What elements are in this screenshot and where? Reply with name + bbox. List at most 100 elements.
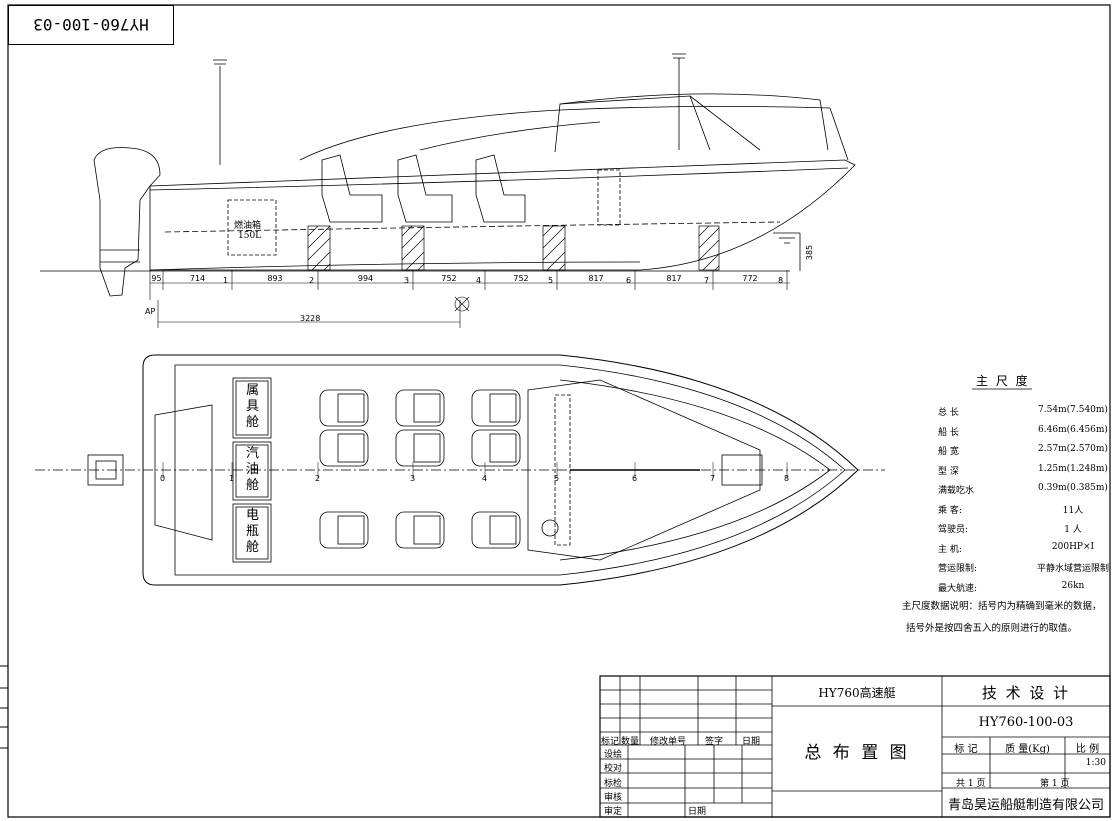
spec-key: 乘 客: [938, 505, 962, 516]
compartments [232, 377, 272, 563]
design-stage: 技 术 设 计 [981, 684, 1071, 702]
drawing-title: 总 布 置 图 [804, 743, 910, 763]
spec-key: 船 宽 [938, 447, 959, 457]
station-dim: 817 [588, 274, 604, 283]
station-dim: 752 [513, 274, 529, 283]
revision-header: 签字 [705, 737, 724, 747]
approval-role: 校对 [604, 764, 623, 775]
company-name: 青岛昊运船艇制造有限公司 [947, 798, 1104, 813]
bow-hatch [721, 454, 763, 486]
spec-key: 满载吃水 [938, 486, 975, 496]
fuel-tank [227, 199, 277, 256]
plan-station-number: 8 [784, 474, 790, 483]
profile-view [40, 53, 856, 328]
plan-station-number: 7 [710, 474, 716, 483]
revision-header: 标记 [601, 737, 620, 747]
plan-station-number: 6 [632, 474, 638, 483]
station-dim: 95 [151, 274, 162, 283]
approval-role: 审定 [604, 807, 623, 818]
hull-plan-outline [142, 354, 859, 586]
col-weight: 质 量(Kg) [1005, 744, 1050, 755]
plan-station-number: 4 [482, 474, 488, 483]
fuel-tank-capacity: 150L [238, 231, 262, 241]
spec-value: 200HP×I [1051, 541, 1095, 552]
spec-key: 驾驶员: [938, 525, 969, 535]
chine-line [164, 221, 781, 233]
station-number: 1 [223, 276, 229, 285]
plan-station-number: 5 [554, 474, 560, 483]
compartment-tools: 属具舱 [246, 383, 260, 430]
plan-view [35, 354, 885, 586]
overall-dim: 3228 [300, 314, 321, 323]
spec-key: 主 机: [938, 544, 962, 555]
station-number: 6 [626, 276, 632, 285]
outboard-motor [93, 147, 161, 297]
steering-wheel [541, 519, 559, 537]
station-number: 5 [548, 276, 554, 285]
plan-station-number: 0 [160, 474, 166, 483]
sheet-border [7, 4, 1111, 818]
station-number: 7 [704, 276, 710, 285]
spec-value: 0.39m(0.385m) [1038, 483, 1108, 493]
waterline-dim: 385 [805, 244, 815, 261]
waterline-marker [773, 232, 801, 271]
hatched-supports [307, 225, 720, 271]
bimini-frame [554, 95, 711, 153]
station-number: 3 [404, 276, 410, 285]
deck-line [299, 106, 849, 161]
ap-label: AP [145, 307, 156, 316]
spec-key: 船 长 [938, 427, 959, 438]
spec-value: 11人 [1062, 505, 1084, 516]
title-block-grid [599, 675, 1111, 818]
spec-key: 总 长 [938, 408, 959, 418]
plan-station-number: 1 [229, 474, 235, 483]
spec-value: 1.25m(1.248m) [1038, 463, 1108, 474]
spec-note-1: 主尺度数据说明：括号内为精确到毫米的数据， [902, 601, 1102, 612]
sheer-line [149, 167, 849, 191]
plan-station-number: 2 [315, 474, 321, 483]
station-dimension-line [149, 270, 790, 328]
spec-value: 6.46m(6.456m) [1038, 424, 1108, 435]
spec-value: 1 人 [1064, 525, 1082, 535]
spec-note-2: 括号外是按四舍五入的原则进行的取值。 [906, 623, 1078, 634]
station-number: 2 [309, 276, 315, 285]
station-dim: 817 [666, 274, 682, 283]
station-dim: 752 [441, 274, 457, 283]
spec-title: 主 尺 度 [976, 374, 1030, 388]
date-label: 日期 [688, 807, 707, 817]
revision-header: 修改单号 [650, 737, 687, 747]
profile-seats [321, 154, 621, 226]
fuel-tank-label: 燃油箱 [234, 221, 262, 231]
spec-value: 平静水域营运限制 [1036, 564, 1109, 574]
console-deck [527, 379, 761, 561]
drawing-number-stamp: HY760-100-03 [8, 5, 174, 45]
revision-header: 数量 [621, 737, 640, 747]
spec-key: 型 深 [938, 466, 959, 477]
plan-seats [319, 389, 521, 549]
margin-ticks [0, 665, 8, 749]
station-number: 4 [476, 276, 482, 285]
boat-name: HY760高速艇 [818, 686, 896, 700]
compartment-battery: 电瓶舱 [246, 508, 260, 555]
stamp-text: HY760-100-03 [33, 15, 149, 34]
col-mark: 标 记 [954, 744, 978, 755]
transom-well [154, 404, 213, 541]
approval-role: 审核 [604, 792, 623, 803]
plan-station-number: 3 [410, 474, 416, 483]
scale-value: 1:30 [1085, 758, 1106, 768]
sheets-total: 共 1 页 [956, 779, 986, 789]
spec-value: 2.57m(2.570m) [1038, 444, 1108, 454]
station-dim: 893 [267, 274, 283, 283]
drawing-number: HY760-100-03 [978, 715, 1074, 730]
swim-platform [87, 454, 124, 486]
station-number: 8 [778, 276, 784, 285]
approval-role: 设绘 [604, 750, 623, 760]
spec-value: 26kn [1061, 580, 1085, 591]
sheet-number: 第 1 页 [1040, 779, 1070, 789]
revision-header: 日期 [742, 737, 761, 747]
spec-key: 营运限制: [938, 564, 978, 574]
hull-outline [149, 159, 856, 271]
station-dim: 994 [357, 274, 374, 283]
